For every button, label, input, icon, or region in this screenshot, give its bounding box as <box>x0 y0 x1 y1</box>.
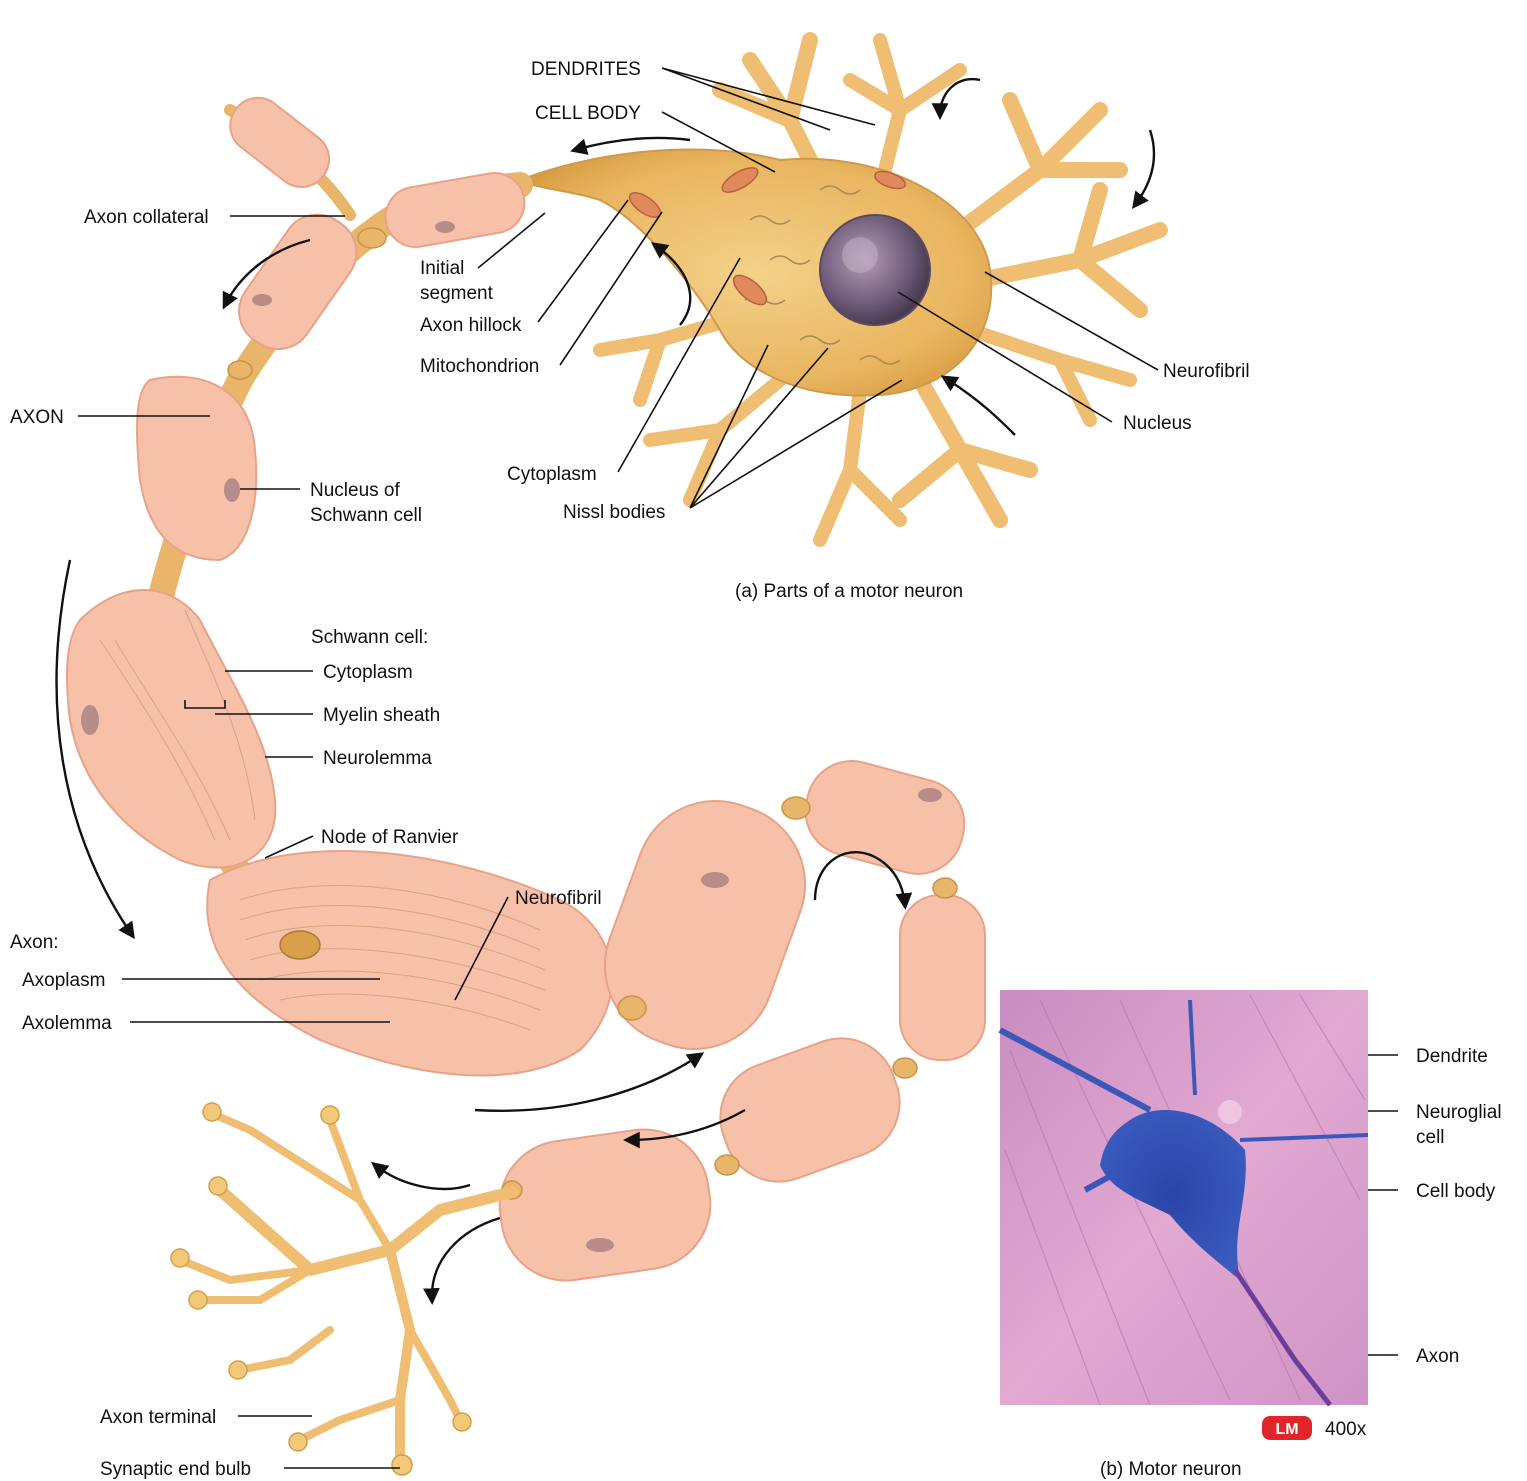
label-axon: AXON <box>10 407 64 428</box>
lm-badge-text: LM <box>1275 1421 1298 1438</box>
label-neurolemma: Neurolemma <box>323 748 432 769</box>
label-axon-lm: Axon <box>1416 1346 1459 1367</box>
label-nissl-bodies: Nissl bodies <box>563 502 665 523</box>
axon-cross-section <box>280 931 320 959</box>
magnification: 400x <box>1325 1419 1367 1440</box>
label-axon-heading: Axon: <box>10 932 59 953</box>
label-axon-hillock: Axon hillock <box>420 315 522 336</box>
label-cell-body-lm: Cell body <box>1416 1181 1496 1202</box>
label-dendrite-lm: Dendrite <box>1416 1046 1488 1067</box>
label-synaptic-end-bulb: Synaptic end bulb <box>100 1459 251 1480</box>
label-dendrites: DENDRITES <box>531 59 641 80</box>
caption-a: (a) Parts of a motor neuron <box>735 581 963 602</box>
label-neuroglial-cell: Neuroglial cell <box>1416 1102 1507 1148</box>
nucleus <box>820 215 930 325</box>
label-mitochondrion: Mitochondrion <box>420 356 539 377</box>
label-axon-terminal: Axon terminal <box>100 1407 216 1428</box>
label-myelin-sheath: Myelin sheath <box>323 705 440 726</box>
caption-b: (b) Motor neuron <box>1100 1459 1242 1480</box>
axon-terminals <box>180 1115 512 1460</box>
label-axoplasm: Axoplasm <box>22 970 105 991</box>
label-axolemma: Axolemma <box>22 1013 112 1034</box>
label-nucleus-schwann: Nucleus of Schwann cell <box>310 480 422 526</box>
label-schwann-cytoplasm: Cytoplasm <box>323 662 413 683</box>
label-axon-collateral: Axon collateral <box>84 207 209 228</box>
label-neurofibril-top: Neurofibril <box>1163 361 1250 382</box>
label-node-of-ranvier: Node of Ranvier <box>321 827 459 848</box>
label-nucleus: Nucleus <box>1123 413 1192 434</box>
label-cell-body: CELL BODY <box>535 103 641 124</box>
label-neurofibril-mid: Neurofibril <box>515 888 602 909</box>
light-micrograph <box>1000 990 1368 1405</box>
label-schwann-cell: Schwann cell: <box>311 627 428 648</box>
label-cytoplasm-top: Cytoplasm <box>507 464 597 485</box>
